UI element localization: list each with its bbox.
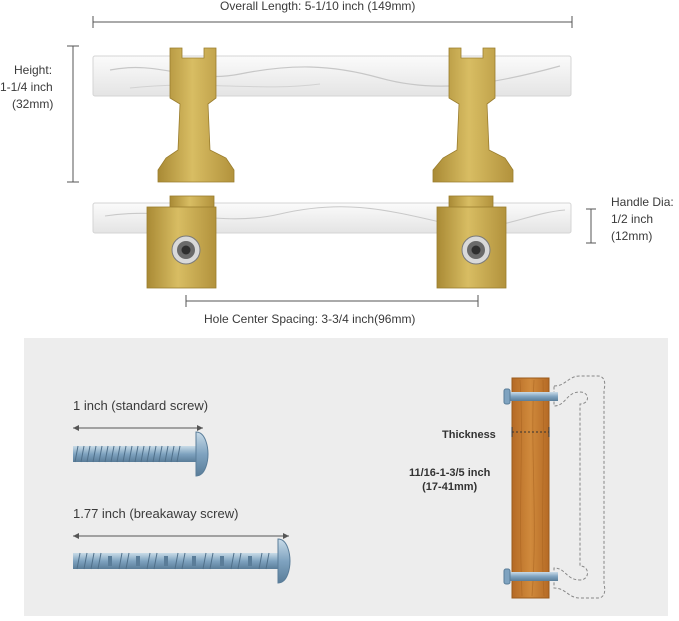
handle-front-view bbox=[92, 195, 572, 289]
overall-length-line bbox=[92, 16, 573, 28]
handle-outline bbox=[553, 375, 606, 599]
hole-spacing-label: Hole Center Spacing: 3-3/4 inch(96mm) bbox=[204, 312, 416, 326]
standard-screw-label: 1 inch (standard screw) bbox=[73, 398, 209, 413]
hole-spacing-line bbox=[185, 295, 479, 307]
right-post bbox=[432, 47, 514, 183]
breakaway-screw bbox=[73, 533, 291, 584]
standard-screw bbox=[73, 425, 209, 477]
thickness-label: Thickness bbox=[442, 429, 496, 441]
height-line bbox=[67, 45, 79, 183]
left-post bbox=[157, 47, 235, 183]
overall-length-label: Overall Length: 5-1/10 inch (149mm) bbox=[220, 0, 416, 13]
handle-side-view bbox=[92, 47, 572, 183]
handle-dia-line bbox=[586, 208, 596, 244]
handle-dia-label: Handle Dia: 1/2 inch (12mm) bbox=[611, 195, 674, 243]
door-cross-section bbox=[503, 375, 606, 599]
height-label: Height: 1-1/4 inch (32mm) bbox=[0, 63, 54, 111]
thickness-range: 11/16-1-3/5 inch (17-41mm) bbox=[409, 467, 491, 493]
breakaway-screw-label: 1.77 inch (breakaway screw) bbox=[73, 506, 239, 521]
